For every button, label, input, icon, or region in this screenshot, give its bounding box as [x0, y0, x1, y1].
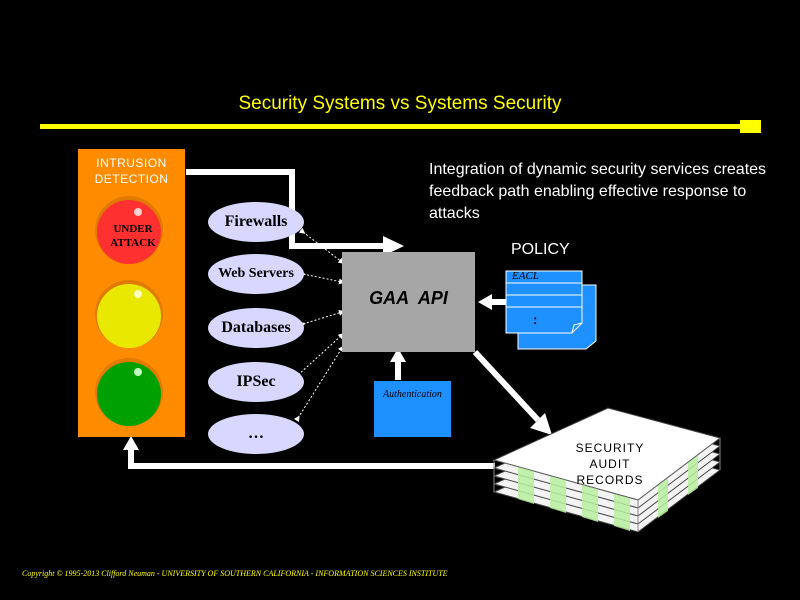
eacl-ellipsis: :	[533, 312, 538, 327]
green-light-glint	[134, 368, 142, 376]
green-light	[97, 362, 161, 426]
connector-databases	[299, 310, 345, 328]
yellow-light	[97, 284, 161, 348]
arrowhead-gaa-policy	[478, 294, 492, 310]
connector-web-servers	[299, 270, 345, 285]
oval-ipsec: IPSec	[208, 362, 304, 402]
ids-label-line1: INTRUSION	[96, 156, 167, 170]
oval-databases: Databases	[208, 308, 304, 348]
policy-label: POLICY	[511, 241, 570, 258]
audit-line2: AUDIT	[589, 457, 631, 471]
under-attack-label: UNDER ATTACK	[95, 222, 171, 250]
intrusion-detection-label: INTRUSION DETECTION	[78, 155, 185, 187]
gaa-api-label: GAA API	[369, 288, 448, 308]
arrowhead-audit	[530, 413, 552, 435]
arrowhead-gaa-auth	[390, 348, 406, 362]
policy-documents-icon	[505, 270, 597, 350]
gaa-api-box	[342, 252, 475, 352]
ids-label-line2: DETECTION	[94, 172, 169, 186]
audit-records-label: SECURITY AUDIT RECORDS	[560, 440, 660, 488]
arrow-gaa-to-audit	[472, 349, 541, 423]
authentication-box	[374, 381, 451, 437]
feedback-arrowhead-ids	[123, 436, 139, 450]
red-light-glint	[134, 208, 142, 216]
oval-firewalls: Firewalls	[208, 202, 304, 242]
oval-web-servers: Web Servers	[208, 254, 304, 294]
red-light	[97, 200, 161, 264]
title-rule	[40, 124, 744, 129]
connector-firewalls	[298, 227, 345, 264]
intro-text: Integration of dynamic security services…	[429, 161, 767, 222]
feedback-arrow-audit-to-ids	[128, 448, 495, 469]
slide-title: Security Systems vs Systems Security	[238, 93, 562, 114]
connector-more	[293, 345, 344, 423]
under-attack-line1: UNDER	[113, 223, 153, 235]
authentication-label: Authentication	[383, 389, 442, 400]
connector-ipsec	[293, 332, 345, 380]
audit-line3: RECORDS	[576, 473, 644, 487]
feedback-arrowhead-gaa	[383, 236, 404, 256]
title-rule-end	[740, 120, 761, 133]
eacl-label: EACL	[512, 270, 539, 282]
oval-more: …	[208, 414, 304, 454]
under-attack-line2: ATTACK	[110, 237, 156, 249]
audit-records-stack-icon	[492, 407, 722, 533]
yellow-light-glint	[134, 290, 142, 298]
audit-line1: SECURITY	[575, 441, 645, 455]
copyright-footer: Copyright © 1995-2013 Clifford Neuman - …	[22, 569, 448, 578]
